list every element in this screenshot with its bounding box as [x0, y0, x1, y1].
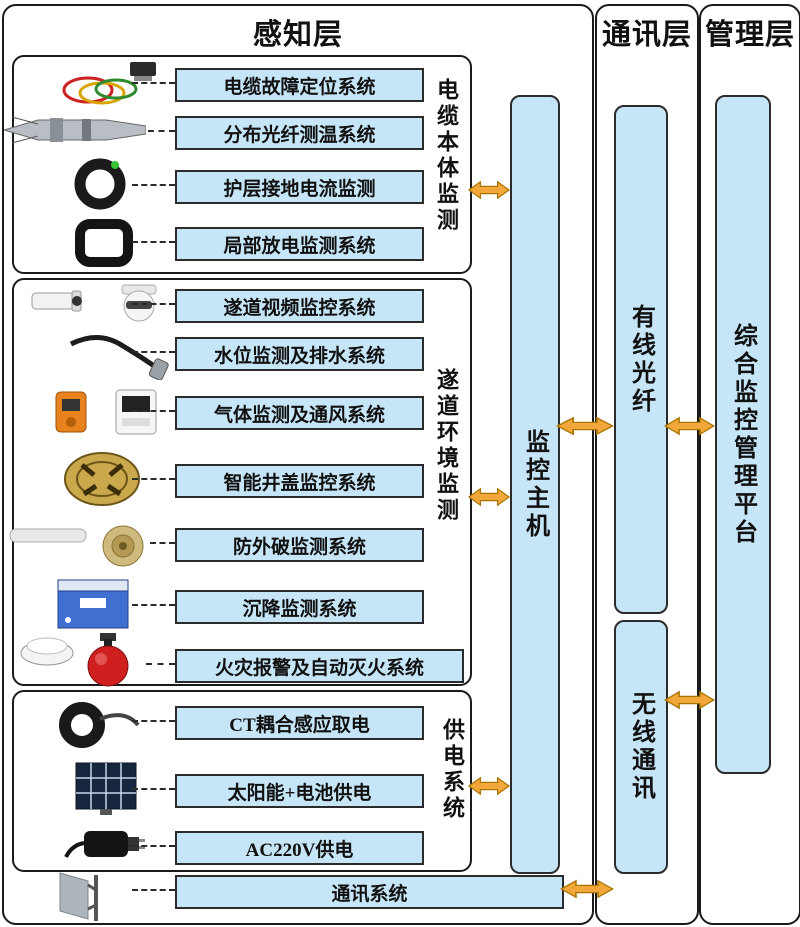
power-adapter-icon [60, 823, 146, 867]
settlement-sensor-icon [50, 576, 142, 630]
dashed-connector [132, 410, 175, 412]
dashed-connector [132, 788, 175, 790]
group-tunnel-env-label: 遂道环境监测 [434, 368, 459, 524]
arrow-power-group-to-host [467, 776, 511, 796]
fiber-optic-cable-icon [2, 112, 147, 148]
arrow-host-to-wired-fiber [555, 416, 615, 436]
dashed-connector [132, 720, 175, 722]
group-cable-body-monitoring [12, 55, 472, 274]
arrow-wired-to-platform [663, 416, 716, 436]
wired-fiber-box: 有线光纤 [614, 105, 668, 614]
dashed-connector [132, 604, 175, 606]
system-label-ac220v: AC220V供电 [175, 831, 424, 865]
dashed-connector [132, 351, 175, 353]
arrow-tunnel-group-to-host [467, 487, 511, 507]
system-label-partial-discharge: 局部放电监测系统 [175, 227, 424, 261]
gas-detector-icon [52, 386, 170, 436]
system-label-gas-ventilation: 气体监测及通风系统 [175, 396, 424, 430]
system-label-water-level: 水位监测及排水系统 [175, 337, 424, 371]
system-label-fire-alarm: 火灾报警及自动灭火系统 [175, 649, 464, 683]
water-level-probe-icon [66, 332, 171, 381]
management-layer-title: 管理层 [704, 19, 795, 51]
grounding-current-ring-icon [68, 156, 132, 210]
cable-fault-locator-icon [58, 60, 168, 106]
group-power-label: 供电系统 [440, 718, 465, 822]
dashed-connector [146, 663, 175, 665]
dashed-connector [132, 241, 175, 243]
system-label-smart-manhole: 智能井盖监控系统 [175, 464, 424, 498]
system-label-settlement: 沉降监测系统 [175, 590, 424, 624]
system-label-tunnel-video: 遂道视频监控系统 [175, 289, 424, 323]
dashed-connector [132, 845, 175, 847]
group-cable-body-label: 电缆本体监测 [434, 78, 459, 234]
wired-fiber-label: 有线光纤 [627, 303, 654, 416]
system-label-ct-power: CT耦合感应取电 [175, 706, 424, 740]
fire-alarm-extinguisher-icon [12, 631, 142, 688]
system-label-sheath-grounding: 护层接地电流监测 [175, 170, 424, 204]
management-platform-label: 综合监控管理平台 [729, 322, 756, 547]
solar-panel-icon [72, 759, 142, 816]
dashed-connector [132, 303, 175, 305]
arrow-cable-group-to-host [467, 180, 511, 200]
monitoring-host-box: 监控主机 [510, 95, 560, 874]
arrow-comm-system-to-wireless [559, 879, 615, 899]
system-label-solar-battery: 太阳能+电池供电 [175, 774, 424, 808]
ct-coupler-icon [52, 699, 142, 749]
dashed-connector [132, 184, 175, 186]
perception-layer-title: 感知层 [252, 19, 343, 51]
group-power-supply-system [12, 690, 472, 872]
manhole-cover-icon [62, 451, 142, 508]
system-label-cable-fault: 电缆故障定位系统 [175, 68, 424, 102]
arrow-wireless-to-platform [663, 690, 716, 710]
wireless-comm-box: 无线通讯 [614, 620, 668, 874]
dashed-connector [148, 130, 175, 132]
wireless-comm-label: 无线通讯 [627, 691, 654, 803]
dashed-connector [132, 478, 175, 480]
system-label-anti-damage: 防外破监测系统 [175, 528, 424, 562]
anti-damage-sensor-icon [8, 521, 148, 567]
communication-layer-title: 通讯层 [601, 19, 692, 51]
partial-discharge-clamp-icon [72, 218, 136, 268]
group-tunnel-environment-monitoring [12, 278, 472, 686]
monitoring-host-label: 监控主机 [521, 428, 548, 541]
dashed-connector [132, 889, 175, 891]
cctv-camera-icon [30, 283, 165, 325]
dashed-connector [132, 82, 175, 84]
system-label-fiber-temp: 分布光纤测温系统 [175, 116, 424, 150]
system-label-comm-system: 通讯系统 [175, 875, 564, 909]
dashed-connector [150, 542, 175, 544]
management-platform-box: 综合监控管理平台 [715, 95, 771, 774]
antenna-icon [50, 869, 135, 923]
